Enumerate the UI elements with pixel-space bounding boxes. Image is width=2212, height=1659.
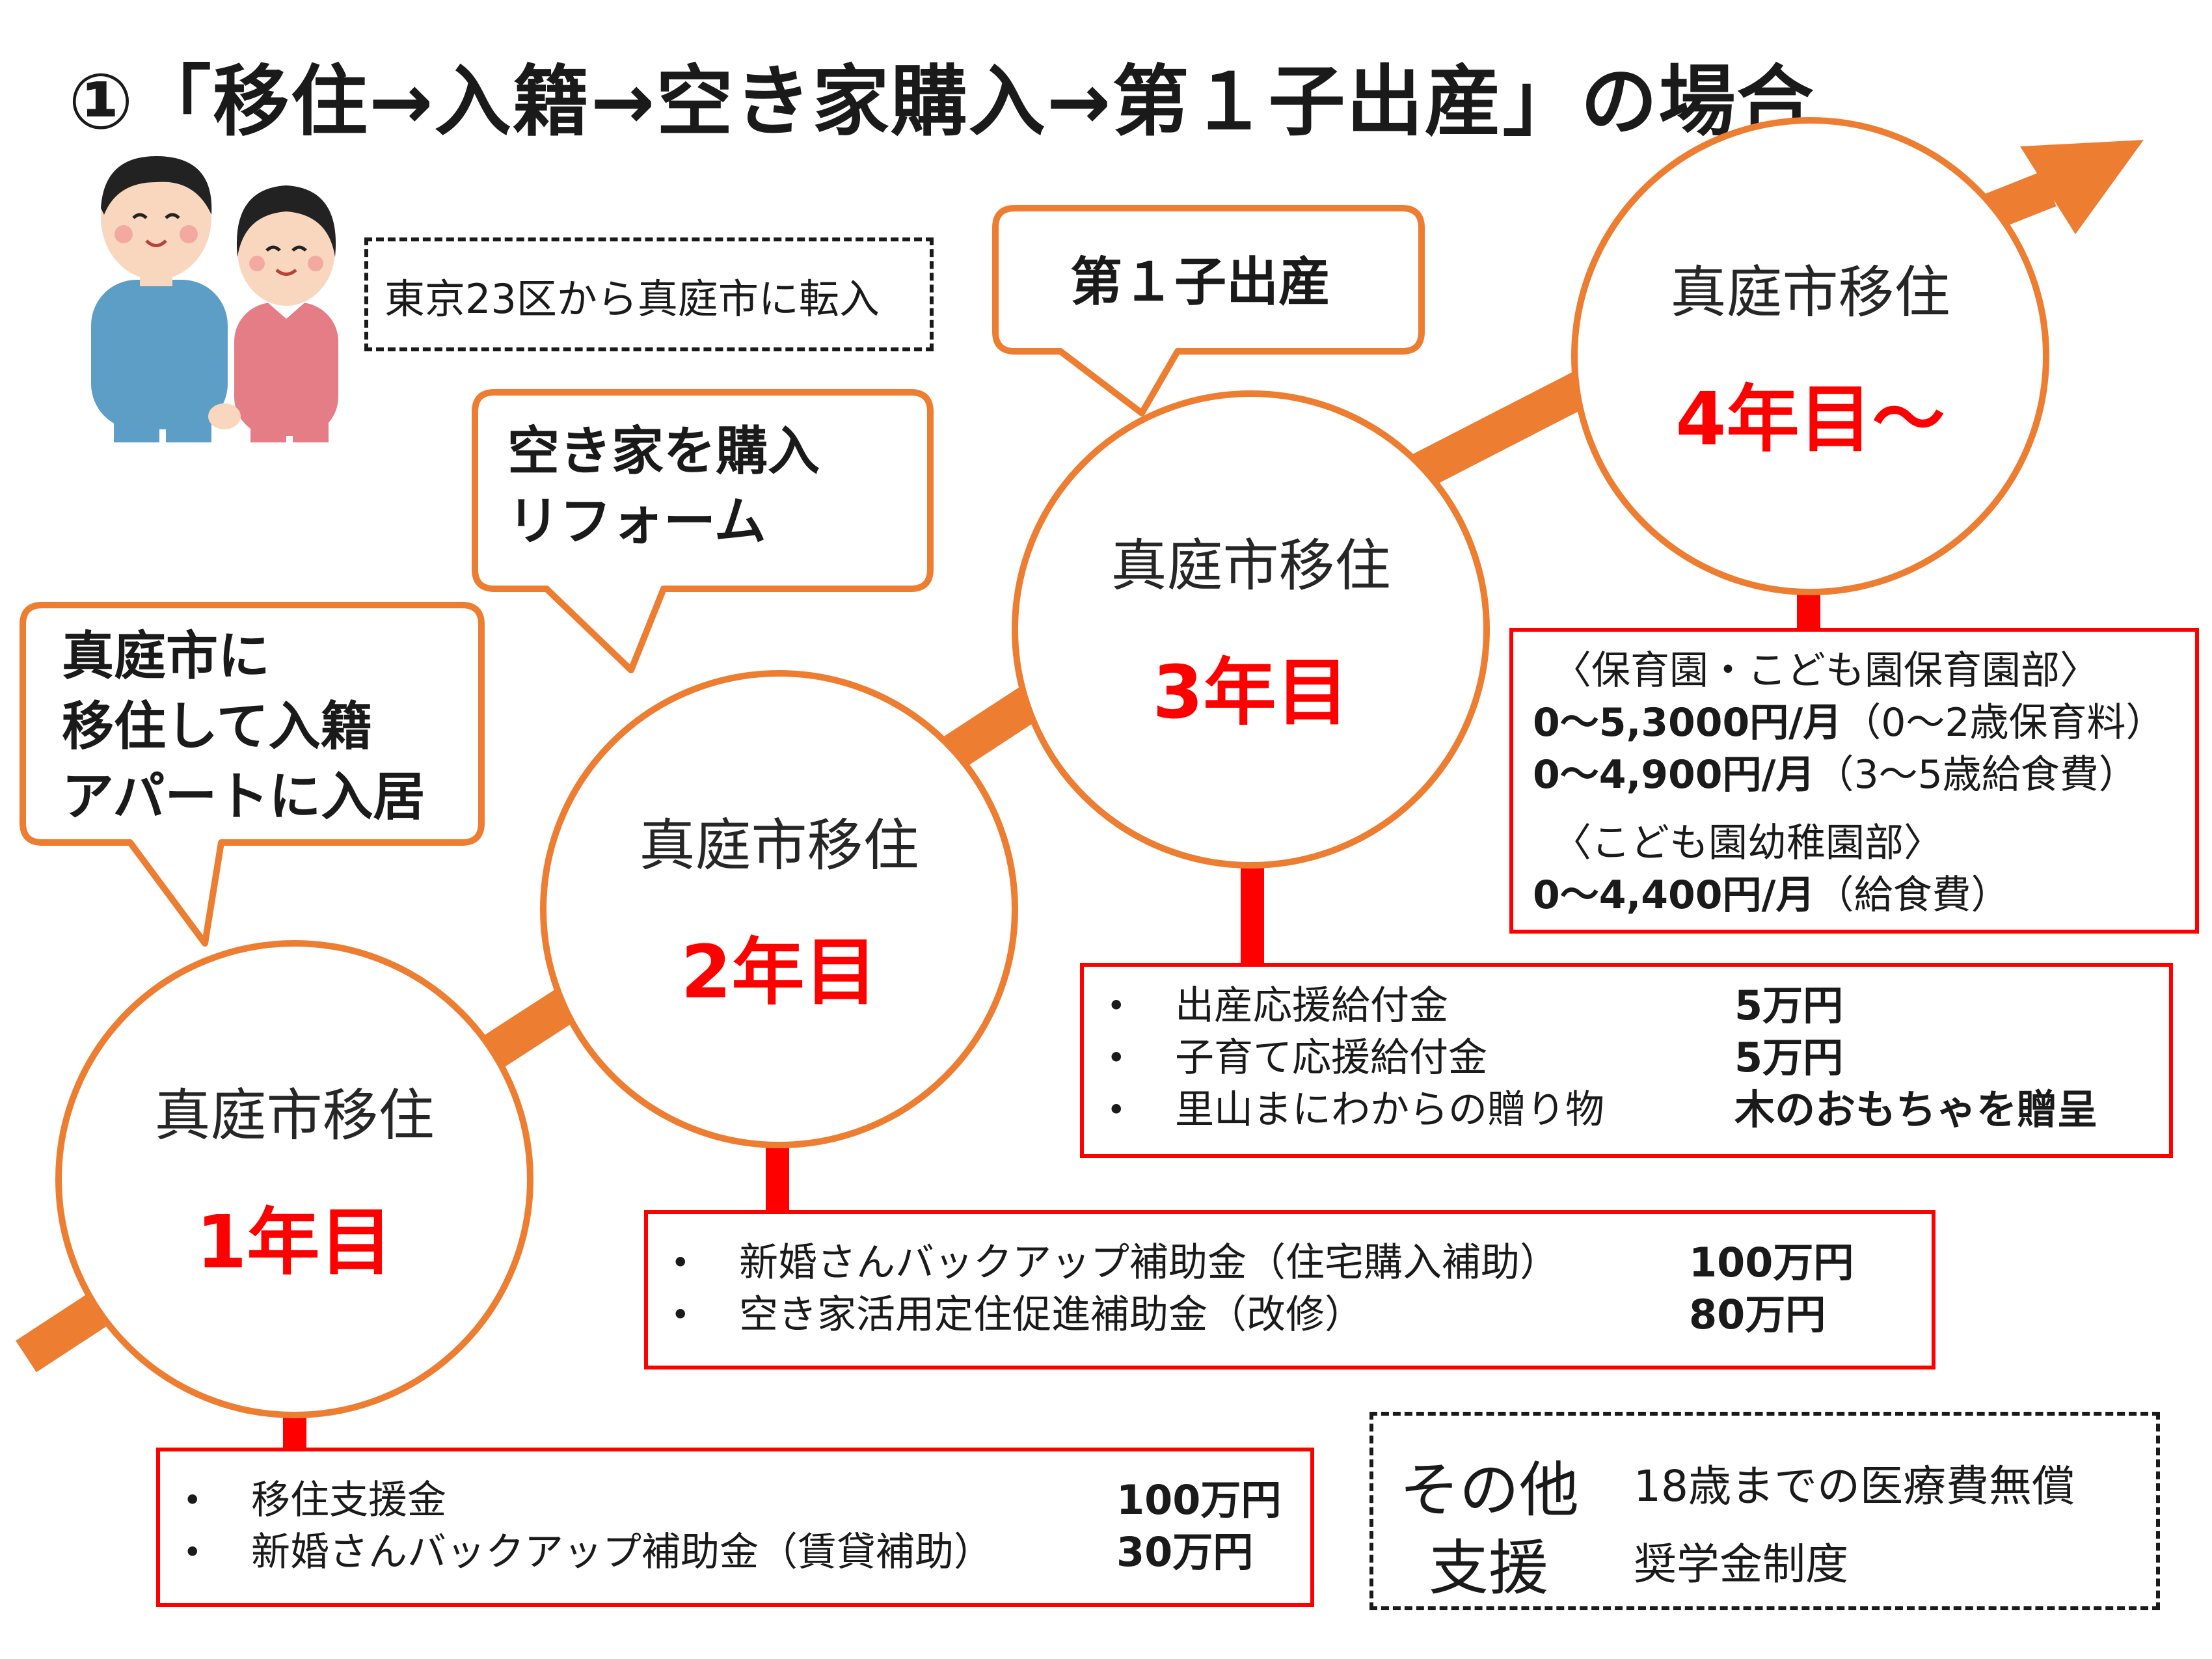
year-4-location: 真庭市移住 bbox=[1670, 260, 1950, 325]
year-4-heading-2: 〈こども園幼稚園部〉 bbox=[1552, 820, 1943, 866]
bubble-3-text: 第１子出産 bbox=[1070, 247, 1330, 317]
year-2-item-1-amount: 100万円 bbox=[1689, 1239, 1854, 1286]
year-3-item-3-amount: 木のおもちゃを贈呈 bbox=[1734, 1086, 2098, 1133]
year-1-item-2-amount: 30万円 bbox=[1116, 1528, 1254, 1576]
year-2-support-box: • 新婚さんバックアップ補助金（住宅購入補助） 100万円 • 空き家活用定住促… bbox=[644, 1210, 1936, 1369]
year-3-item-1-label: 出産応援給付金 bbox=[1175, 983, 1448, 1029]
bubble-1-line-3: アパートに入居 bbox=[62, 766, 425, 827]
year-3-item-3-label: 里山まにわからの贈り物 bbox=[1175, 1087, 1604, 1133]
year-1-item-1-amount: 100万円 bbox=[1116, 1476, 1282, 1524]
year-3-item-1-amount: 5万円 bbox=[1734, 982, 1844, 1029]
year-3-location: 真庭市移住 bbox=[1111, 533, 1391, 599]
bullet-icon: • bbox=[671, 1296, 690, 1334]
year-4-line-1: 0～5,3000円/月（0～2歳保育料） bbox=[1533, 697, 2165, 749]
year-3-support-box: • 出産応援給付金 5万円 • 子育て応援給付金 5万円 • 里山まにわからの贈… bbox=[1080, 963, 2173, 1158]
bubble-2-text: 空き家を購入 リフォーム bbox=[507, 416, 820, 557]
year-2-circle: 真庭市移住 2年目 bbox=[540, 670, 1018, 1148]
year-3-circle: 真庭市移住 3年目 bbox=[1012, 390, 1490, 869]
year-4-line-1-note: （0～2歳保育料） bbox=[1842, 700, 2165, 746]
year-2-item-2-amount: 80万円 bbox=[1689, 1291, 1826, 1338]
year-3-label: 3年目 bbox=[1152, 651, 1349, 735]
year-4-line-3: 0～4,400円/月（給食費） bbox=[1533, 869, 2010, 921]
bubble-1-text: 真庭市に 移住して入籍 アパートに入居 bbox=[62, 621, 425, 832]
other-support-item-1: 18歳までの医療費無償 bbox=[1634, 1461, 2075, 1511]
other-support-label-line-2: 支援 bbox=[1429, 1533, 1549, 1603]
year-4-line-2: 0～4,900円/月（3～5歳給食費） bbox=[1533, 749, 2138, 801]
year-4-line-3-note: （給食費） bbox=[1814, 872, 2010, 918]
bullet-icon: • bbox=[183, 1481, 202, 1519]
man-figure bbox=[91, 156, 228, 442]
year-2-label: 2年目 bbox=[681, 930, 878, 1015]
other-support-label-line-1: その他 bbox=[1399, 1455, 1580, 1525]
transfer-note-box: 東京23区から真庭市に転入 bbox=[364, 237, 934, 351]
year-3-item-2-amount: 5万円 bbox=[1734, 1034, 1844, 1081]
year-1-location: 真庭市移住 bbox=[154, 1083, 435, 1148]
page-title: ①「移住→入籍→空き家購入→第１子出産」の場合 bbox=[68, 57, 1815, 146]
year-2-location: 真庭市移住 bbox=[639, 813, 919, 878]
bubble-2-line-2: リフォーム bbox=[507, 491, 766, 552]
bullet-icon: • bbox=[1107, 1039, 1126, 1077]
other-support-item-2: 奨学金制度 bbox=[1634, 1539, 1848, 1589]
year-3-item-2-label: 子育て応援給付金 bbox=[1175, 1035, 1487, 1081]
woman-figure bbox=[234, 185, 338, 442]
bubble-2-line-1: 空き家を購入 bbox=[507, 421, 820, 481]
speech-bubble-3 bbox=[992, 205, 1425, 416]
year-4-support-box: 〈保育園・こども園保育園部〉 0～5,3000円/月（0～2歳保育料） 0～4,… bbox=[1509, 628, 2199, 934]
bullet-icon: • bbox=[183, 1533, 202, 1571]
year-2-item-2-label: 空き家活用定住促進補助金（改修） bbox=[739, 1292, 1364, 1338]
year-4-line-3-amount: 0～4,400円/月 bbox=[1533, 872, 1815, 918]
year-2-item-1-label: 新婚さんバックアップ補助金（住宅購入補助） bbox=[739, 1240, 1559, 1286]
year-4-circle: 真庭市移住 4年目～ bbox=[1571, 117, 2049, 595]
year-1-circle: 真庭市移住 1年目 bbox=[55, 940, 533, 1418]
bubble-1-line-2: 移住して入籍 bbox=[62, 696, 373, 757]
year-1-item-1-label: 移住支援金 bbox=[251, 1477, 446, 1523]
year-1-label: 1年目 bbox=[196, 1200, 393, 1285]
year-1-item-2-label: 新婚さんバックアップ補助金（賃貸補助） bbox=[251, 1530, 993, 1575]
speech-bubble-2 bbox=[472, 389, 934, 673]
year-4-line-2-amount: 0～4,900円/月 bbox=[1533, 752, 1815, 798]
year-4-line-1-amount: 0～5,3000円/月 bbox=[1533, 700, 1842, 746]
couple-illustration bbox=[91, 156, 338, 442]
other-support-box: その他 支援 18歳までの医療費無償 奨学金制度 bbox=[1369, 1412, 2160, 1610]
bubble-1-line-1: 真庭市に bbox=[62, 626, 270, 686]
bullet-icon: • bbox=[1107, 987, 1126, 1025]
year-4-line-2-note: （3～5歳給食費） bbox=[1814, 752, 2138, 798]
bubble-3-line-1: 第１子出産 bbox=[1070, 252, 1330, 312]
year-4-heading-1: 〈保育園・こども園保育園部〉 bbox=[1552, 648, 2099, 694]
transfer-note-text: 東京23区から真庭市に転入 bbox=[384, 275, 880, 323]
bullet-icon: • bbox=[671, 1244, 690, 1282]
year-1-support-box: • 移住支援金 100万円 • 新婚さんバックアップ補助金（賃貸補助） 30万円 bbox=[156, 1448, 1314, 1607]
speech-bubble-1 bbox=[20, 602, 485, 947]
year-4-label: 4年目～ bbox=[1675, 377, 1945, 462]
bullet-icon: • bbox=[1107, 1091, 1126, 1129]
timeline-arrowhead bbox=[2020, 140, 2144, 234]
